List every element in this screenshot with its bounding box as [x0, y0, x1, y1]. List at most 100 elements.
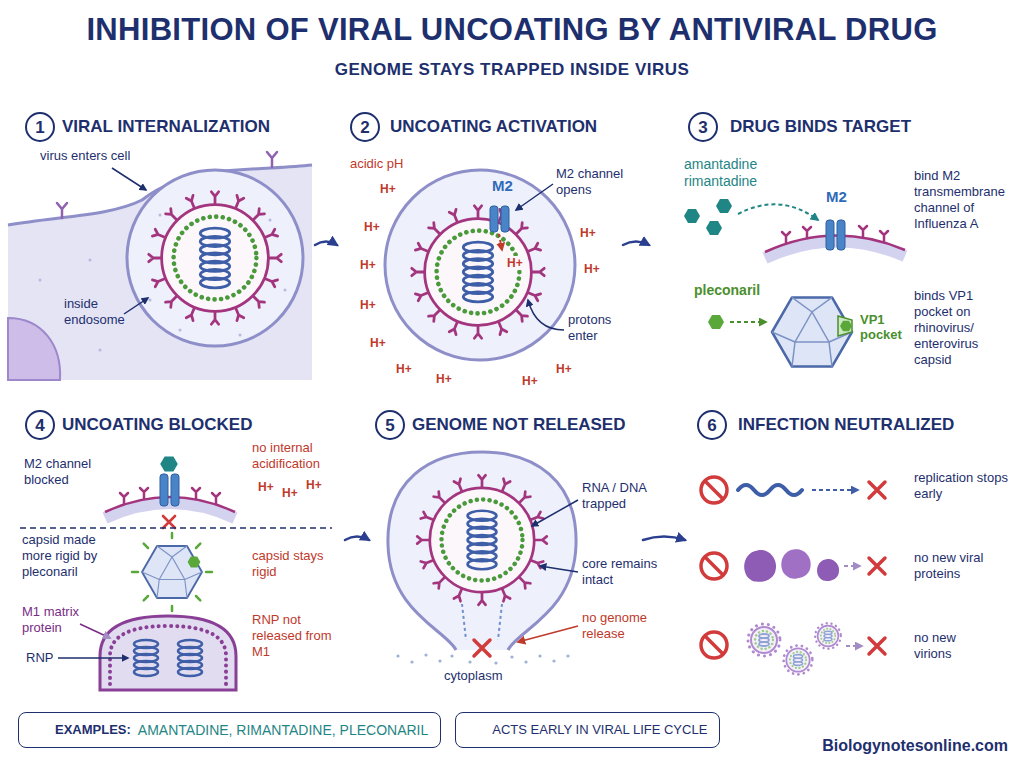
drug-targets: [772, 297, 852, 366]
note-box: EXAMPLES:AMANTADINE, RIMANTADINE, PLECON…: [18, 712, 441, 748]
step-heading: GENOME NOT RELEASED: [412, 415, 625, 435]
annotation: M2 channel blocked: [24, 456, 106, 488]
outcomes: [869, 638, 885, 654]
uncoating-blocked: [20, 456, 332, 690]
genome-trapped: [388, 452, 576, 650]
proton-label: H+: [580, 226, 596, 240]
cell-internalization: [239, 334, 242, 337]
cell-internalization: [159, 214, 162, 217]
subtitle: GENOME STAYS TRAPPED INSIDE VIRUS: [0, 60, 1024, 80]
drug-targets: [738, 204, 818, 220]
uncoating-blocked: [163, 516, 175, 528]
outcomes: [846, 645, 862, 647]
annotation: RNP: [26, 650, 53, 666]
proton-label: H+: [360, 258, 376, 272]
outcomes: [701, 632, 727, 658]
genome-trapped: [396, 654, 399, 657]
annotation: virus enters cell: [40, 148, 160, 164]
proton-label: H+: [556, 362, 572, 376]
drug-targets: [826, 220, 834, 250]
uncoating-blocked: [196, 596, 200, 600]
outcomes: [784, 646, 813, 675]
annotation: cytoplasm: [444, 668, 503, 684]
genome-trapped: [417, 475, 547, 605]
annotation: acidic pH: [350, 156, 403, 172]
drug-targets: [684, 199, 905, 366]
genome-trapped: [410, 660, 413, 663]
uncoating-blocked: [171, 533, 174, 538]
uncoating-blocked: [144, 596, 148, 600]
flow-arrow: [345, 537, 369, 541]
outcomes: [815, 623, 841, 649]
proton-label: H+: [522, 374, 538, 388]
drug-targets: [684, 209, 700, 223]
genome-trapped: [424, 653, 427, 656]
annotation: M2 channel opens: [556, 166, 630, 198]
cell-internalization: [8, 318, 60, 380]
uncoating-blocked: [192, 488, 200, 499]
proton-label: H+: [306, 478, 322, 492]
annotation: M1 matrix protein: [22, 604, 102, 636]
cell-internalization: [124, 298, 148, 314]
uncoating-blocked: [144, 544, 148, 548]
genome-trapped: [510, 655, 513, 658]
drug-targets: [730, 321, 766, 323]
annotation: no new virions: [914, 630, 974, 662]
outcomes: [701, 477, 885, 674]
cell-internalization: [89, 259, 92, 262]
proton-label: H+: [396, 362, 412, 376]
uncoating-blocked: [171, 474, 179, 506]
step-number-circle: 3: [688, 112, 718, 142]
callout-number: 3: [698, 119, 707, 136]
genome-trapped: [540, 566, 578, 572]
proton-label: H+: [380, 182, 396, 196]
uncoating-blocked: [160, 474, 168, 506]
annotation: protons enter: [568, 312, 620, 344]
cell-internalization: [8, 165, 312, 380]
outcomes: [701, 477, 727, 503]
proton-label: H+: [258, 480, 274, 494]
uncoating-blocked: [134, 668, 158, 676]
outcomes: [844, 565, 860, 567]
step-number-circle: 6: [697, 410, 727, 440]
drug-targets: [859, 226, 867, 237]
drug-targets: [716, 199, 732, 213]
uncoating-blocked: [160, 456, 178, 471]
annotation: no new viral proteins: [914, 550, 990, 582]
drug-targets: [837, 220, 845, 250]
cell-internalization: [39, 279, 42, 282]
proton-label: H+: [364, 220, 380, 234]
uncoating-blocked: [134, 640, 202, 676]
genome-trapped: [538, 654, 541, 657]
drug-targets: [880, 231, 888, 242]
uncoating-blocked: [212, 493, 220, 504]
annotation: bind M2 transmembrane channel of Influen…: [914, 168, 1012, 232]
uncoating-blocked: [20, 527, 332, 529]
genome-trapped: [524, 660, 527, 663]
uncoating-blocked: [132, 533, 212, 611]
drug-targets: [840, 321, 852, 331]
genome-trapped: [462, 604, 502, 640]
cell-internalization: [8, 152, 312, 380]
step-heading: UNCOATING ACTIVATION: [390, 117, 597, 137]
outcomes: [812, 489, 858, 491]
callout-number: 4: [35, 417, 44, 434]
outcomes: [738, 485, 802, 495]
annotation: RNA / DNA trapped: [582, 480, 654, 512]
outcomes: [869, 482, 885, 498]
uncoating-blocked: [80, 624, 110, 638]
step-heading: UNCOATING BLOCKED: [62, 415, 252, 435]
watermark: Biologynotesonline.com: [822, 736, 1008, 756]
annotation: pleconaril: [694, 282, 760, 299]
step-number-circle: 1: [25, 112, 55, 142]
step-heading: VIRAL INTERNALIZATION: [62, 117, 270, 137]
uncoating-blocked: [132, 571, 138, 574]
flow-arrow: [315, 242, 337, 246]
drug-targets: [803, 227, 811, 238]
genome-trapped: [494, 661, 497, 664]
step-number-circle: 5: [375, 410, 405, 440]
annotation: M2: [492, 177, 513, 195]
outcomes: [817, 559, 839, 581]
uncoating-blocked: [178, 668, 202, 676]
